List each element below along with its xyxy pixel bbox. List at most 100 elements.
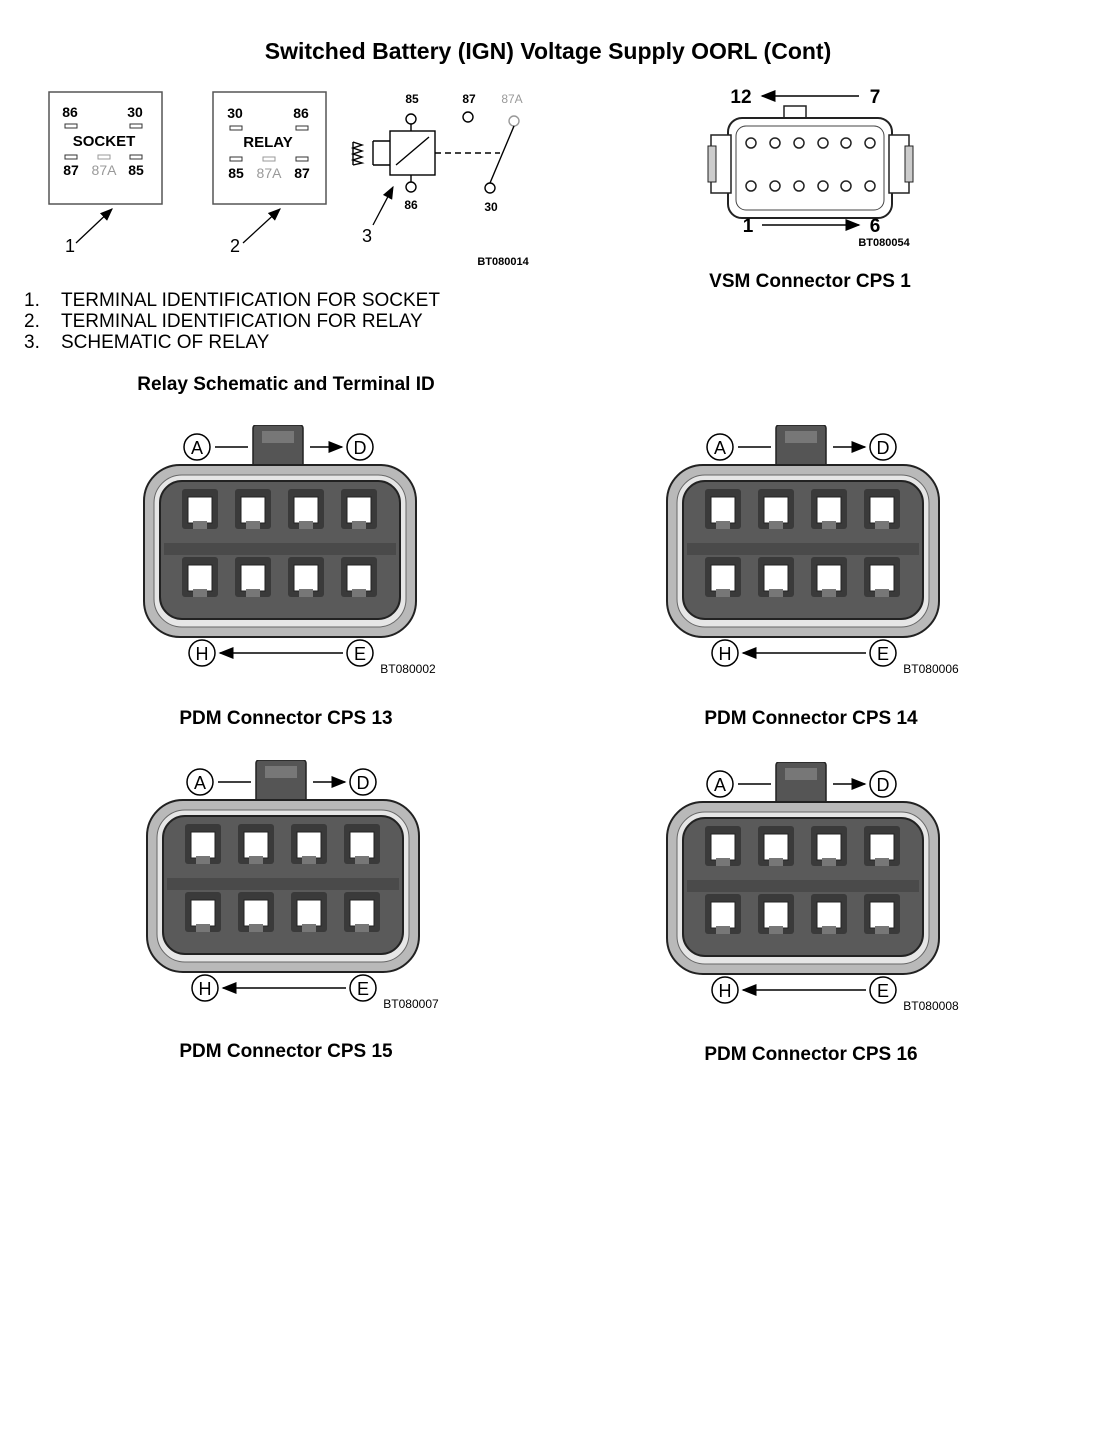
pin-e-marker bbox=[349, 974, 377, 1002]
pin-cavity bbox=[341, 557, 377, 597]
vsm-pin-6: 6 bbox=[870, 216, 881, 237]
pin-cavity bbox=[758, 826, 794, 866]
relay-terminal-85: 85 bbox=[228, 165, 244, 181]
image-id: BT080014 bbox=[477, 256, 529, 268]
svg-text:87: 87 bbox=[462, 92, 476, 106]
callout-arrow-3 bbox=[372, 185, 394, 226]
pin-cavity bbox=[758, 557, 794, 597]
pin-h-marker bbox=[711, 976, 739, 1004]
pin-e-marker bbox=[869, 976, 897, 1004]
label-e: E bbox=[357, 979, 369, 999]
pin-cavity bbox=[864, 489, 900, 529]
svg-text:85: 85 bbox=[405, 92, 419, 106]
legend-item: 1.TERMINAL IDENTIFICATION FOR SOCKET bbox=[24, 290, 440, 311]
pin-cavity bbox=[758, 489, 794, 529]
socket-terminal-30: 30 bbox=[127, 104, 143, 120]
pin-cavity bbox=[811, 826, 847, 866]
legend-item: 3.SCHEMATIC OF RELAY bbox=[24, 332, 270, 353]
relay-terminal-87a: 87A bbox=[257, 165, 283, 181]
pin-cavity bbox=[185, 824, 221, 864]
pin-cavity bbox=[705, 826, 741, 866]
label-h: H bbox=[719, 981, 732, 1001]
callout-3: 3 bbox=[362, 226, 372, 246]
label-e: E bbox=[877, 644, 889, 664]
relay-label: RELAY bbox=[243, 134, 292, 151]
label-h: H bbox=[719, 644, 732, 664]
pin-cavity bbox=[705, 894, 741, 934]
pin-d-marker bbox=[869, 433, 897, 461]
pin-h-marker bbox=[191, 974, 219, 1002]
pin-cavity bbox=[705, 557, 741, 597]
pin-a-marker bbox=[706, 433, 734, 461]
label-d: D bbox=[354, 438, 367, 458]
pin-cavity bbox=[705, 489, 741, 529]
svg-text:30: 30 bbox=[484, 200, 498, 214]
socket-terminal-85: 85 bbox=[128, 162, 144, 178]
pin-cavity bbox=[811, 489, 847, 529]
socket-terminal-87: 87 bbox=[63, 162, 79, 178]
pin-cavity bbox=[182, 557, 218, 597]
pdm-caption-15: PDM Connector CPS 15 bbox=[179, 1041, 393, 1062]
pin-d-marker bbox=[869, 770, 897, 798]
vsm-pin-1: 1 bbox=[743, 216, 754, 237]
legend-item: 2.TERMINAL IDENTIFICATION FOR RELAY bbox=[24, 311, 423, 332]
socket-diagram: 86 30 SOCKET 87 87A 85 bbox=[48, 91, 163, 205]
vsm-pin-row-bottom bbox=[745, 180, 876, 192]
pdm-image-id: BT080008 bbox=[903, 999, 959, 1013]
pin-cavity bbox=[758, 894, 794, 934]
callout-1: 1 bbox=[65, 236, 75, 256]
pdm-caption-14: PDM Connector CPS 14 bbox=[704, 708, 918, 729]
pdm-caption-13: PDM Connector CPS 13 bbox=[179, 708, 393, 729]
legend-list: 1.TERMINAL IDENTIFICATION FOR SOCKET 2.T… bbox=[24, 290, 440, 353]
callout-2: 2 bbox=[230, 236, 240, 256]
page-title: Switched Battery (IGN) Voltage Supply OO… bbox=[264, 38, 832, 64]
socket-terminal-86: 86 bbox=[62, 104, 78, 120]
pin-cavity bbox=[291, 892, 327, 932]
pin-e-marker bbox=[869, 639, 897, 667]
label-a: A bbox=[714, 775, 726, 795]
label-e: E bbox=[877, 981, 889, 1001]
vsm-image-id: BT080054 bbox=[858, 237, 910, 249]
pin-h-marker bbox=[188, 639, 216, 667]
pin-cavity bbox=[291, 824, 327, 864]
pin-cavity bbox=[182, 489, 218, 529]
pin-cavity bbox=[864, 894, 900, 934]
pin-d-marker bbox=[346, 433, 374, 461]
callout-arrow-2 bbox=[242, 208, 281, 244]
pin-cavity bbox=[864, 826, 900, 866]
socket-label: SOCKET bbox=[73, 133, 136, 150]
label-d: D bbox=[877, 438, 890, 458]
label-h: H bbox=[196, 644, 209, 664]
relay-diagram: 30 86 RELAY 85 87A 87 bbox=[212, 91, 327, 205]
svg-text:87A: 87A bbox=[501, 92, 522, 106]
pin-e-marker bbox=[346, 639, 374, 667]
pin-a-marker bbox=[183, 433, 211, 461]
vsm-pin-7: 7 bbox=[870, 87, 881, 108]
pin-cavity bbox=[238, 824, 274, 864]
pin-cavity bbox=[341, 489, 377, 529]
pin-cavity bbox=[185, 892, 221, 932]
label-d: D bbox=[877, 775, 890, 795]
pin-cavity bbox=[811, 557, 847, 597]
relay-terminal-86: 86 bbox=[293, 105, 309, 121]
relay-figure: 86 30 SOCKET 87 87A 85 30 86 RELAY 85 87… bbox=[48, 91, 530, 268]
pin-cavity bbox=[811, 894, 847, 934]
pin-cavity bbox=[344, 824, 380, 864]
vsm-pin-12: 12 bbox=[730, 87, 751, 108]
pdm-image-id: BT080007 bbox=[383, 997, 439, 1011]
pin-cavity bbox=[344, 892, 380, 932]
relay-caption: Relay Schematic and Terminal ID bbox=[137, 374, 435, 395]
callout-arrow-1 bbox=[75, 208, 113, 244]
pdm-caption-16: PDM Connector CPS 16 bbox=[704, 1044, 918, 1065]
pdm-image-id: BT080006 bbox=[903, 662, 959, 676]
relay-schematic: 85 87 87A 86 30 bbox=[350, 92, 523, 214]
socket-terminal-87a: 87A bbox=[92, 162, 118, 178]
label-a: A bbox=[191, 438, 203, 458]
label-h: H bbox=[199, 979, 212, 999]
pin-cavity bbox=[288, 557, 324, 597]
pin-cavity bbox=[238, 892, 274, 932]
pdm-connector-16: A D H E BT080008 bbox=[663, 761, 963, 1017]
svg-text:86: 86 bbox=[404, 198, 418, 212]
